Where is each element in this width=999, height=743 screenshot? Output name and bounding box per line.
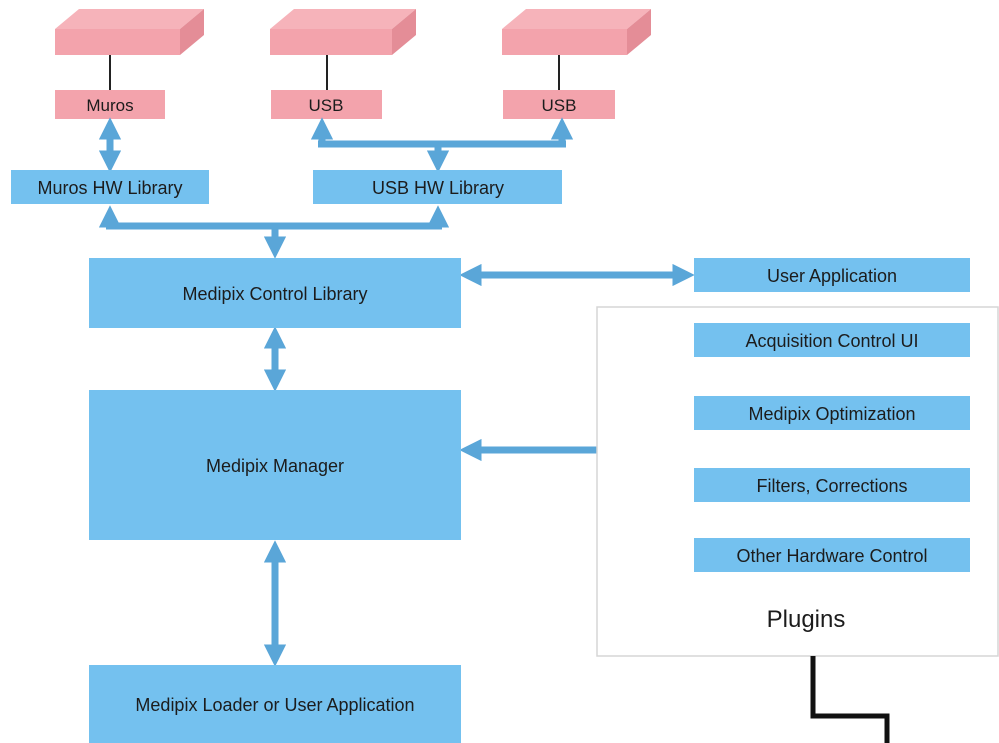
hardware-usb-left-label: USB — [309, 96, 344, 115]
plugins-outlet-connector — [810, 656, 890, 743]
usb-hw-library-box: USB HW Library — [313, 170, 562, 204]
hardware-slab-middle — [270, 9, 416, 55]
plugin-medipix-optimization: Medipix Optimization — [694, 396, 970, 430]
hardware-box-usb-right: USB — [503, 90, 615, 119]
user-application-label: User Application — [767, 266, 897, 286]
hardware-box-usb-left: USB — [271, 90, 382, 119]
medipix-loader-box: Medipix Loader or User Application — [89, 665, 461, 743]
plugin-label-1: Acquisition Control UI — [745, 331, 918, 351]
hardware-slab-left — [55, 9, 204, 55]
usb-hw-library-label: USB HW Library — [372, 178, 504, 198]
hardware-usb-right-label: USB — [542, 96, 577, 115]
plugin-label-3: Filters, Corrections — [756, 476, 907, 496]
plugin-label-2: Medipix Optimization — [748, 404, 915, 424]
medipix-manager-label: Medipix Manager — [206, 456, 344, 476]
plugin-acquisition-control-ui: Acquisition Control UI — [694, 323, 970, 357]
plugin-other-hardware-control: Other Hardware Control — [694, 538, 970, 572]
medipix-control-library-box: Medipix Control Library — [89, 258, 461, 328]
plugin-label-4: Other Hardware Control — [736, 546, 927, 566]
medipix-manager-box: Medipix Manager — [89, 390, 461, 540]
hardware-muros-label: Muros — [86, 96, 133, 115]
medipix-loader-label: Medipix Loader or User Application — [135, 695, 414, 715]
hardware-slab-right — [502, 9, 651, 55]
plugins-title: Plugins — [767, 606, 846, 633]
hardware-box-muros: Muros — [55, 90, 165, 119]
user-application-box: User Application — [694, 258, 970, 292]
muros-hw-library-box: Muros HW Library — [11, 170, 209, 204]
muros-hw-library-label: Muros HW Library — [37, 178, 182, 198]
plugin-filters-corrections: Filters, Corrections — [694, 468, 970, 502]
medipix-control-library-label: Medipix Control Library — [182, 284, 367, 304]
